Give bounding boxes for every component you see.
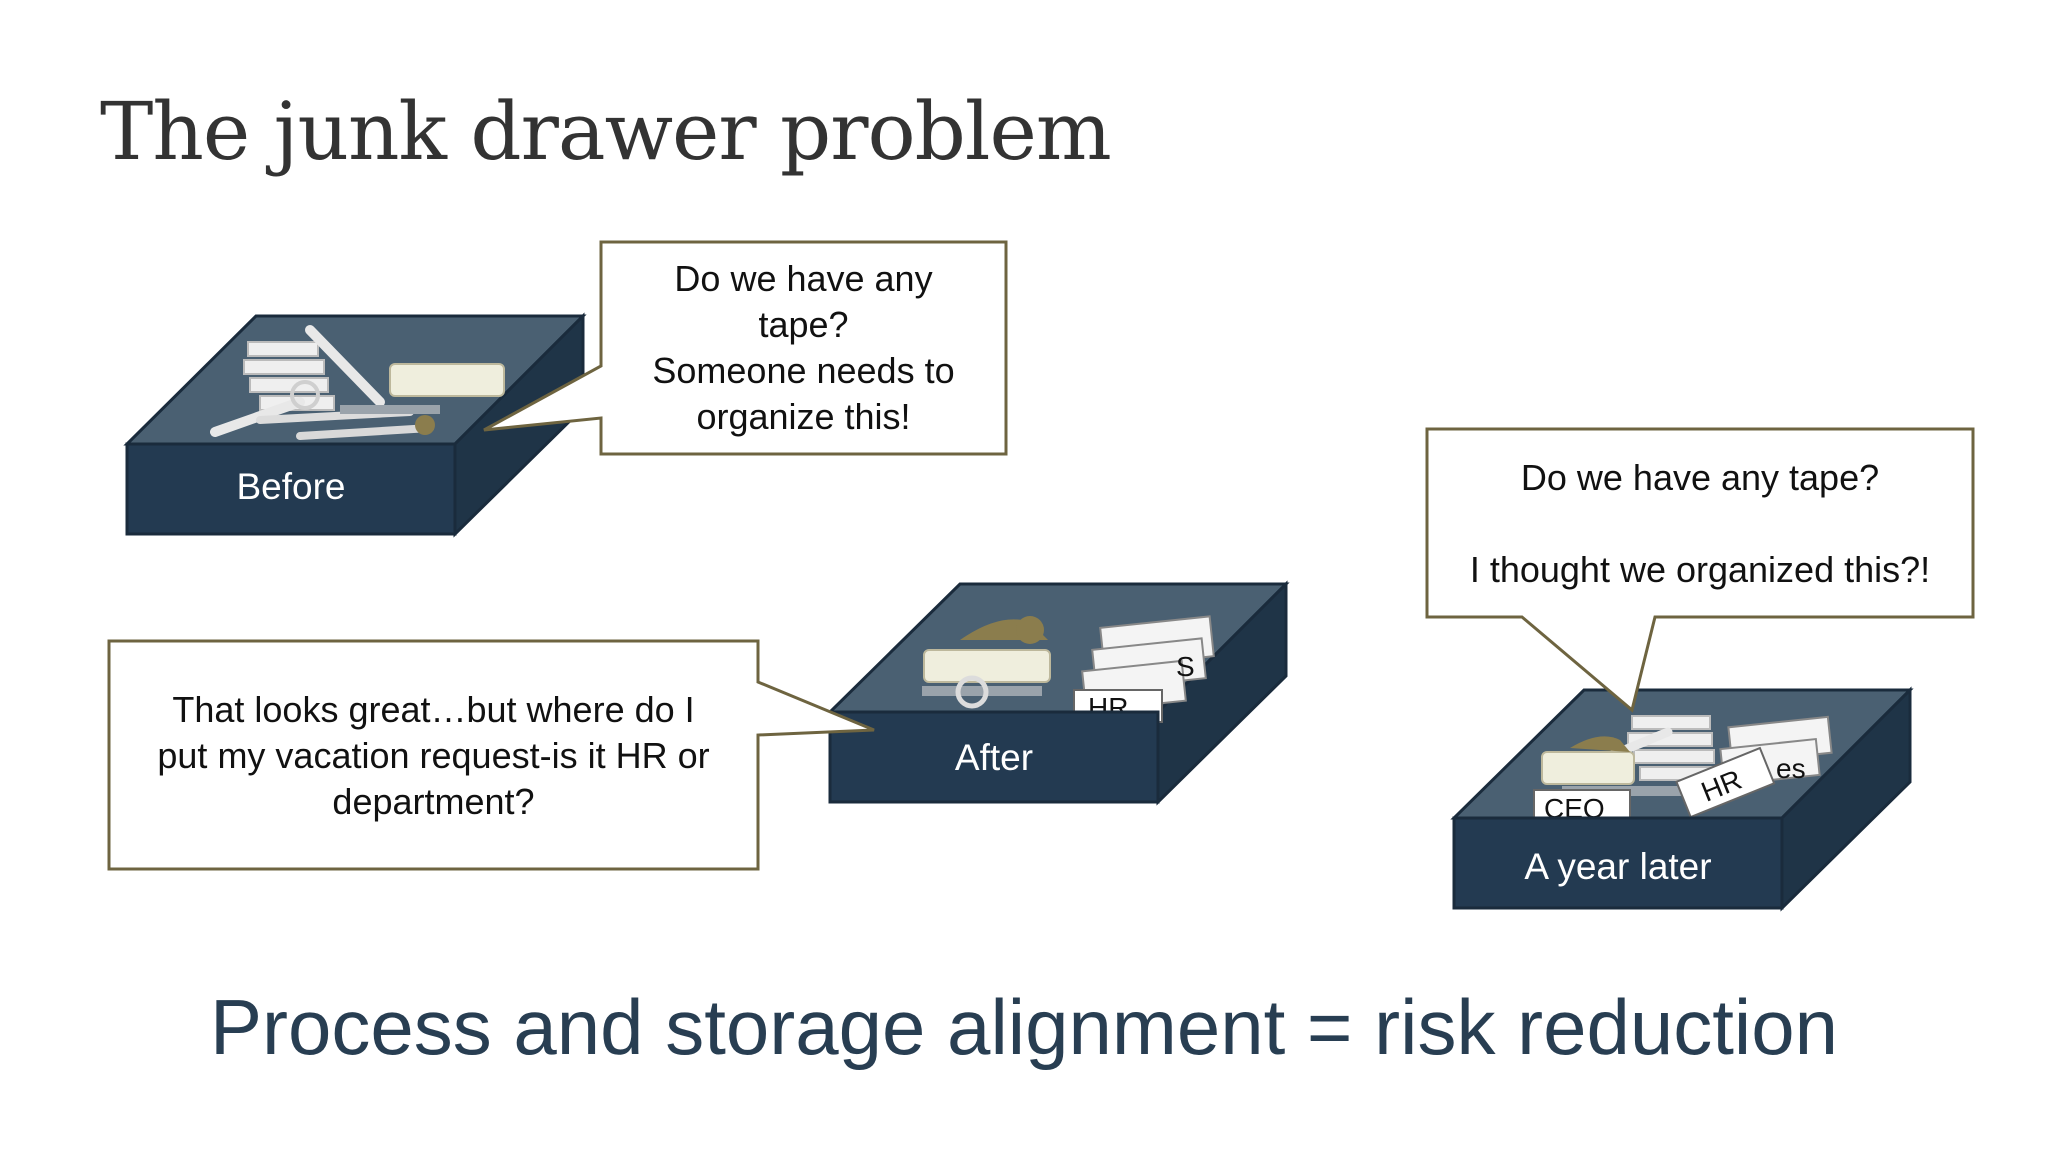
callout-year-later-shape — [1425, 427, 1975, 713]
drawer-before — [123, 312, 587, 538]
messy-items: CEO HR es — [1533, 715, 1833, 824]
junk-items — [210, 325, 505, 440]
tagline: Process and storage alignment = risk red… — [209, 983, 1839, 1071]
drawer-label-year-later: A year later — [1524, 846, 1712, 887]
folder-tab-s: S — [1176, 651, 1195, 682]
callout-year-later-text: Do we have any tape? I thought we organi… — [1469, 457, 1931, 590]
drawer-label-after: After — [954, 737, 1034, 778]
folder-tab-es: es — [1776, 753, 1806, 784]
organized-items: HR S — [922, 615, 1215, 723]
drawer-year-later: CEO HR es — [1450, 686, 1914, 912]
callout-after-text: That looks great…but where do I put my v… — [157, 689, 710, 822]
drawer-label-before: Before — [236, 466, 346, 507]
callout-before-shape — [483, 240, 1008, 456]
callout-before-text: Do we have any tape? Someone needs to or… — [652, 258, 955, 437]
slide-title: The junk drawer problem — [100, 85, 1112, 178]
callout-after-shape — [107, 639, 875, 871]
drawer-after: HR S — [826, 580, 1290, 806]
